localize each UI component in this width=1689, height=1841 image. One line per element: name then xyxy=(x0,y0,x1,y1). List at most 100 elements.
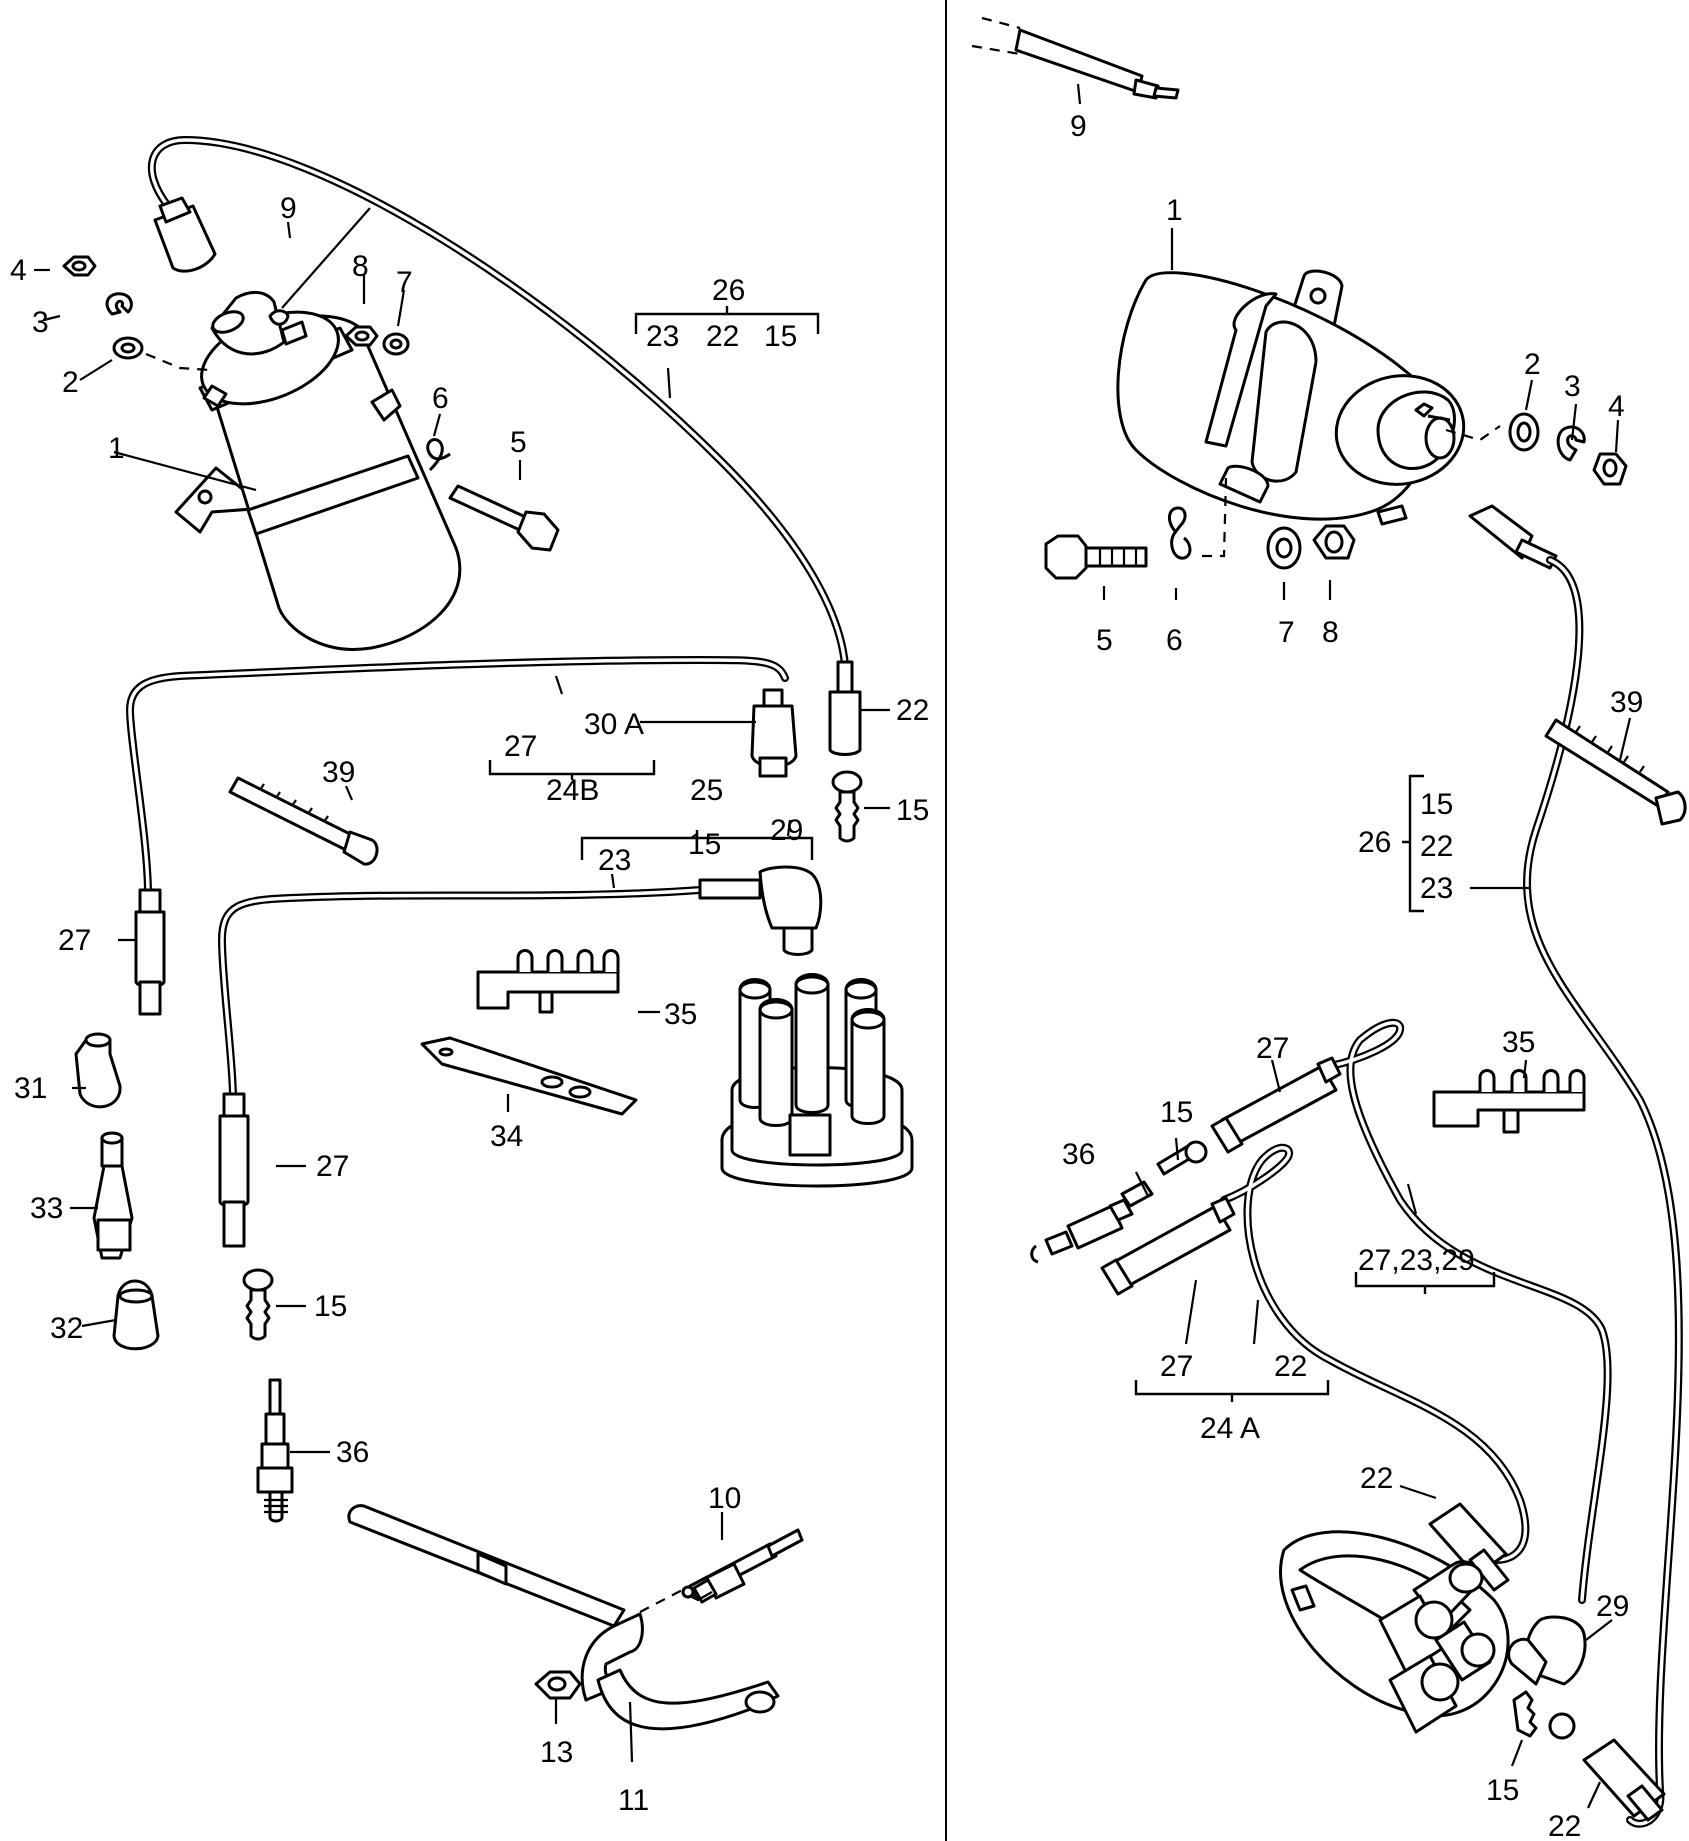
label-bracket-11: 11 xyxy=(618,1784,649,1817)
left-view: 1 4 3 2 9 8 7 6 5 26 23 22 15 22 15 27 3… xyxy=(10,136,929,1817)
label-wire-right: 9 xyxy=(1070,110,1087,143)
suppressor-15-left-a-icon xyxy=(831,770,863,843)
spark-plug-right-icon xyxy=(1030,1180,1154,1264)
label-nut-b-right: 8 xyxy=(1322,616,1339,649)
label-holder-35-right: 35 xyxy=(1502,1026,1535,1059)
plate-34-icon xyxy=(420,1036,638,1116)
clip-right-icon xyxy=(1168,506,1192,560)
group-bracket-26-left xyxy=(634,306,820,334)
label-coil-left: 1 xyxy=(108,432,125,465)
label-suppressor-15-right-a: 15 xyxy=(1160,1096,1193,1129)
label-g26-item-15: 15 xyxy=(764,320,797,353)
label-g26r-item-15: 15 xyxy=(1420,788,1453,821)
connector-22-right-b-icon xyxy=(1582,1738,1666,1822)
label-g26-item-23: 23 xyxy=(646,320,679,353)
suppressor-15-right-a-icon xyxy=(1156,1140,1208,1176)
sleeve-31-icon xyxy=(74,1032,122,1109)
label-group-25: 25 xyxy=(690,774,723,807)
label-washer-right: 2 xyxy=(1524,348,1541,381)
label-holder-35-left: 35 xyxy=(664,998,697,1031)
label-clip-left: 6 xyxy=(432,382,449,415)
label-spark-plug-left: 36 xyxy=(336,1436,369,1469)
group-bracket-27-23-29 xyxy=(1354,1272,1496,1294)
bracket-11-icon xyxy=(347,1504,780,1731)
coil-cable-right xyxy=(1468,504,1683,1828)
connector-22-left-icon xyxy=(828,660,862,756)
connector-33-icon xyxy=(92,1131,134,1260)
coil-boot-icon xyxy=(153,204,217,273)
distributor-cap-right-icon xyxy=(1279,1530,1510,1734)
label-g26r-item-23: 23 xyxy=(1420,872,1453,905)
ignition-coil-left-icon xyxy=(174,291,462,651)
leader-lines-right xyxy=(1076,83,1632,1809)
label-washer-left: 2 xyxy=(62,366,79,399)
cable-tie-right-icon xyxy=(1544,718,1687,826)
cable-27-23-29 xyxy=(1326,1018,1612,1604)
connector-22-right-a-icon xyxy=(1428,1502,1510,1592)
label-lock-washer-left: 3 xyxy=(32,306,49,339)
suppressor-30a-icon xyxy=(750,688,798,778)
label-spark-plug-right: 36 xyxy=(1062,1138,1095,1171)
spark-plug-left-icon xyxy=(256,1378,294,1523)
label-washer-b-right: 7 xyxy=(1278,616,1295,649)
label-g24b-item-27: 27 xyxy=(504,730,537,763)
connector-29-right-icon xyxy=(1507,1615,1587,1686)
wire-right-icon xyxy=(971,16,1180,100)
label-cap-27-left-a: 27 xyxy=(58,924,91,957)
label-g24b-item-30a: 30 A xyxy=(584,708,644,741)
cable-24b xyxy=(126,656,789,898)
connector-29-left-icon xyxy=(758,865,823,956)
distributor-cap-left-icon xyxy=(720,973,914,1188)
label-connector-33: 33 xyxy=(30,1192,63,1225)
label-g26-item-22: 22 xyxy=(706,320,739,353)
cable-24a xyxy=(1220,1144,1530,1564)
coil-cable-left xyxy=(147,136,849,669)
label-washer-b-left: 7 xyxy=(396,266,413,299)
label-suppressor-15-left-a: 15 xyxy=(896,794,929,827)
right-view: 9 1 2 3 4 5 6 7 8 39 26 15 22 23 27 35 1… xyxy=(971,16,1687,1841)
ignition-coil-right-icon xyxy=(1116,269,1466,526)
label-nut-c: 13 xyxy=(540,1736,573,1769)
label-cap-27-left-b: 27 xyxy=(316,1150,349,1183)
label-connector-22-left: 22 xyxy=(896,694,929,727)
glow-plug-icon xyxy=(681,1528,804,1604)
cap-27-left-a-icon xyxy=(134,888,166,1016)
label-g24a-item-27: 27 xyxy=(1160,1350,1193,1383)
cable-holder-35-left-icon xyxy=(476,949,620,1014)
label-connector-29-right: 29 xyxy=(1596,1590,1629,1623)
label-g25-item-23: 23 xyxy=(598,844,631,877)
cable-tie-left-icon xyxy=(228,776,379,866)
bolt-right-icon xyxy=(1044,534,1148,580)
suppressor-15-left-b-icon xyxy=(242,1268,274,1341)
label-sleeve-32: 32 xyxy=(50,1312,83,1345)
cap-27-right-b-icon xyxy=(1100,1196,1236,1296)
bolt-left-icon xyxy=(448,484,560,552)
cable-holder-35-right-icon xyxy=(1432,1069,1586,1134)
leader-lines-left xyxy=(34,221,890,1763)
label-lock-washer-right: 3 xyxy=(1564,370,1581,403)
label-g25-item-15: 15 xyxy=(688,828,721,861)
label-g26r-item-22: 22 xyxy=(1420,830,1453,863)
group-bracket-24a xyxy=(1134,1380,1330,1402)
label-plate-34: 34 xyxy=(490,1120,523,1153)
label-clip-right: 6 xyxy=(1166,624,1183,657)
label-suppressor-15-right-b: 15 xyxy=(1486,1774,1519,1807)
label-tie-right: 39 xyxy=(1610,686,1643,719)
group-bracket-24b xyxy=(488,760,656,780)
label-bolt-right: 5 xyxy=(1096,624,1113,657)
label-tie-left: 39 xyxy=(322,756,355,789)
label-group-26-right: 26 xyxy=(1358,826,1391,859)
label-group-27-23-29: 27,23,29 xyxy=(1358,1244,1475,1277)
wire-terminal-left-icon xyxy=(281,207,371,309)
label-g25-item-29: 29 xyxy=(770,814,803,847)
label-nut-right: 4 xyxy=(1608,390,1625,423)
label-sleeve-31: 31 xyxy=(14,1072,47,1105)
label-group-24a: 24 A xyxy=(1200,1412,1260,1445)
label-nut-left: 4 xyxy=(10,254,27,287)
group-bracket-26-right xyxy=(1402,774,1424,913)
group-bracket-25 xyxy=(580,830,814,860)
label-suppressor-15-left-b: 15 xyxy=(314,1290,347,1323)
sleeve-32-icon xyxy=(112,1279,160,1351)
label-group-24b: 24B xyxy=(546,774,599,807)
